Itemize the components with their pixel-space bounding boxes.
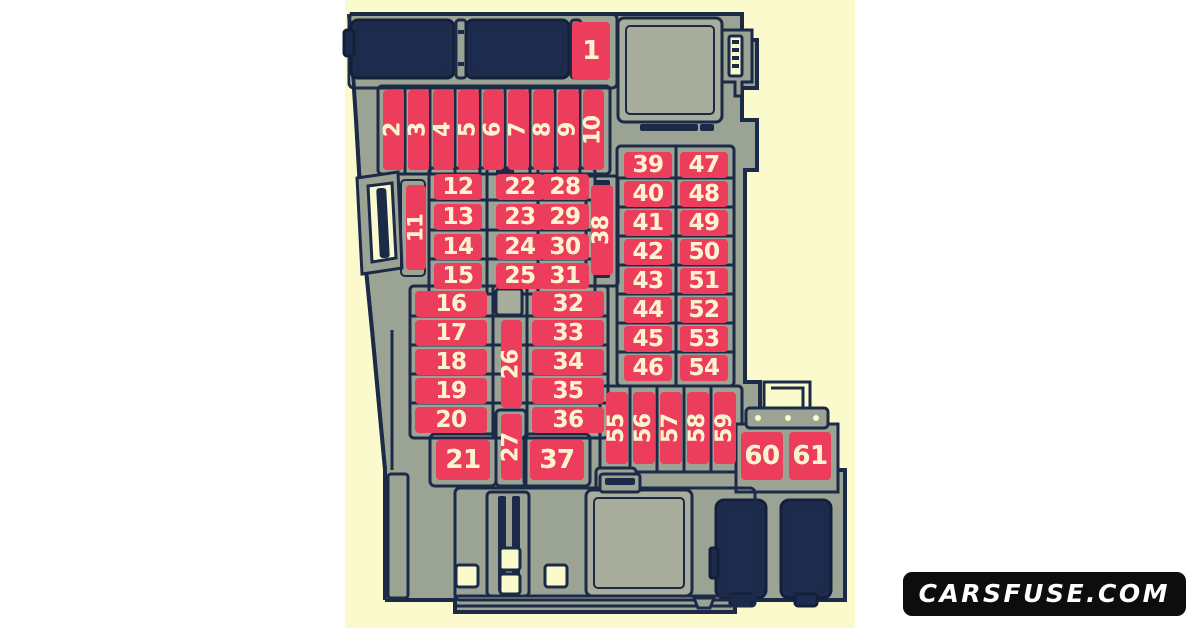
fuse-31[interactable]: 31 [541, 263, 589, 289]
fuse-13[interactable]: 13 [434, 204, 482, 230]
fuse-46[interactable]: 46 [624, 355, 672, 381]
carsfuse-watermark: CARSFUSE.COM [902, 572, 1186, 616]
fuse-43[interactable]: 43 [624, 268, 672, 294]
fuse-51[interactable]: 51 [680, 268, 728, 294]
fuse-26[interactable]: 26 [499, 320, 524, 408]
fuse-24[interactable]: 24 [496, 234, 544, 260]
fuse-50[interactable]: 50 [680, 239, 728, 265]
fuse-20[interactable]: 20 [415, 407, 487, 433]
fuse-8[interactable]: 8 [531, 90, 556, 170]
fuse-48[interactable]: 48 [680, 181, 728, 207]
fuse-30[interactable]: 30 [541, 234, 589, 260]
fuse-55[interactable]: 55 [604, 392, 629, 464]
fuse-44[interactable]: 44 [624, 297, 672, 323]
fuse-2[interactable]: 2 [381, 90, 406, 170]
fuse-42[interactable]: 42 [624, 239, 672, 265]
fuse-33[interactable]: 33 [532, 320, 604, 346]
fuse-6[interactable]: 6 [481, 90, 506, 170]
fuse-4[interactable]: 4 [431, 90, 456, 170]
fuse-61[interactable]: 61 [789, 432, 831, 480]
fuse-21[interactable]: 21 [436, 440, 490, 480]
fuse-60[interactable]: 60 [741, 432, 783, 480]
fuse-9[interactable]: 9 [556, 90, 581, 170]
fuse-49[interactable]: 49 [680, 210, 728, 236]
fuse-54[interactable]: 54 [680, 355, 728, 381]
fuse-16[interactable]: 16 [415, 291, 487, 317]
fuse-36[interactable]: 36 [532, 407, 604, 433]
fuse-52[interactable]: 52 [680, 297, 728, 323]
fuse-57[interactable]: 57 [658, 392, 683, 464]
fuse-17[interactable]: 17 [415, 320, 487, 346]
watermark-text: CARSFUSE.COM [918, 579, 1170, 608]
fuse-59[interactable]: 59 [712, 392, 737, 464]
fuse-41[interactable]: 41 [624, 210, 672, 236]
fuse-45[interactable]: 45 [624, 326, 672, 352]
fuse-39[interactable]: 39 [624, 152, 672, 178]
fuse-1[interactable]: 1 [572, 22, 610, 80]
fuse-22[interactable]: 22 [496, 174, 544, 200]
fuse-7[interactable]: 7 [506, 90, 531, 170]
fuse-40[interactable]: 40 [624, 181, 672, 207]
fuse-12[interactable]: 12 [434, 174, 482, 200]
fuse-27[interactable]: 27 [499, 414, 524, 480]
fuse-38[interactable]: 38 [589, 185, 614, 275]
fuse-10[interactable]: 10 [581, 90, 606, 170]
fuse-47[interactable]: 47 [680, 152, 728, 178]
fuse-15[interactable]: 15 [434, 263, 482, 289]
fuse-3[interactable]: 3 [406, 90, 431, 170]
fuse-19[interactable]: 19 [415, 378, 487, 404]
fuse-23[interactable]: 23 [496, 204, 544, 230]
fuse-28[interactable]: 28 [541, 174, 589, 200]
fuse-53[interactable]: 53 [680, 326, 728, 352]
fuse-32[interactable]: 32 [532, 291, 604, 317]
fuse-25[interactable]: 25 [496, 263, 544, 289]
fuse-35[interactable]: 35 [532, 378, 604, 404]
fuse-29[interactable]: 29 [541, 204, 589, 230]
fuse-58[interactable]: 58 [685, 392, 710, 464]
fuse-34[interactable]: 34 [532, 349, 604, 375]
fuse-11[interactable]: 11 [404, 185, 428, 270]
fuse-14[interactable]: 14 [434, 234, 482, 260]
fuse-56[interactable]: 56 [631, 392, 656, 464]
fuse-37[interactable]: 37 [530, 440, 584, 480]
fuse-18[interactable]: 18 [415, 349, 487, 375]
fuse-5[interactable]: 5 [456, 90, 481, 170]
